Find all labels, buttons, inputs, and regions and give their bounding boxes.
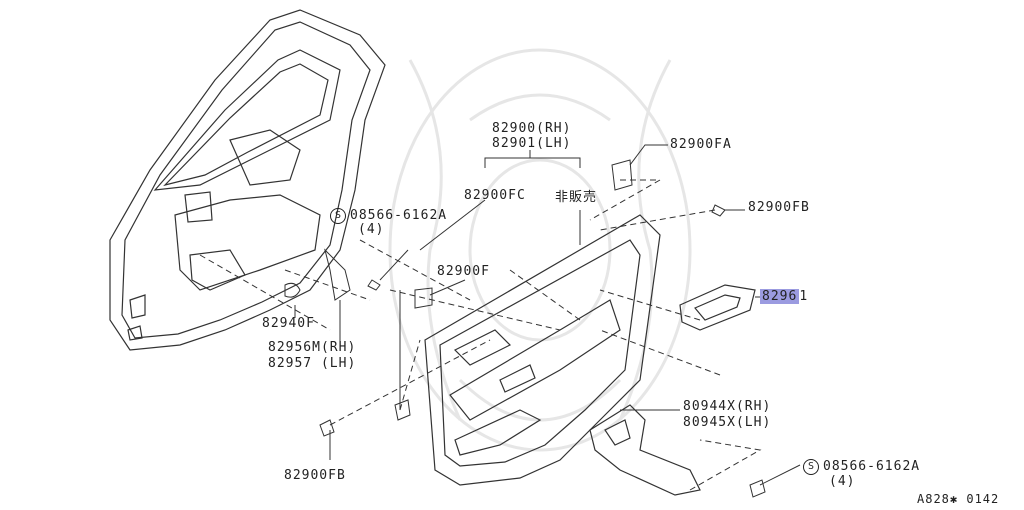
label-82900fc: 82900FC (464, 188, 526, 203)
screw-s-circle-icon-bottom: S (803, 459, 819, 475)
leader-lines-dashed (199, 179, 762, 491)
label-screw-bottom-qty: (4) (829, 474, 856, 489)
label-82940f: 82940F (262, 316, 315, 331)
screw-s-circle-icon: S (330, 208, 346, 224)
label-82956m-rh: 82956M(RH) (268, 340, 357, 355)
label-80944x-rh: 80944X(RH) (683, 399, 772, 414)
label-82957-lh: 82957 (LH) (268, 356, 357, 371)
label-82900fb-bottom: 82900FB (284, 468, 346, 483)
label-screw-top: 08566-6162A (350, 208, 448, 223)
pull-handle-part (589, 404, 701, 496)
switch-bezel-part (679, 284, 756, 331)
fasteners (284, 159, 766, 498)
label-82900fa: 82900FA (670, 137, 732, 152)
label-screw-top-qty: (4) (358, 222, 385, 237)
door-trim-panel (424, 214, 661, 486)
label-not-for-sale: 非販売 (555, 190, 598, 205)
door-shell-frame (109, 9, 386, 351)
label-82961-highlight: 8296 (760, 289, 800, 304)
diagram-code: A828✱ 0142 (917, 492, 1000, 506)
label-82961-suffix: 1 (799, 289, 809, 304)
label-82900fb-top: 82900FB (748, 200, 810, 215)
watermark-emblem (388, 48, 692, 452)
label-82901-lh: 82901(LH) (492, 136, 572, 151)
leader-lines-solid (294, 144, 801, 486)
label-82900f: 82900F (437, 264, 490, 279)
label-82900-rh: 82900(RH) (492, 121, 572, 136)
label-screw-bottom: 08566-6162A (823, 459, 921, 474)
label-80945x-lh: 80945X(LH) (683, 415, 772, 430)
